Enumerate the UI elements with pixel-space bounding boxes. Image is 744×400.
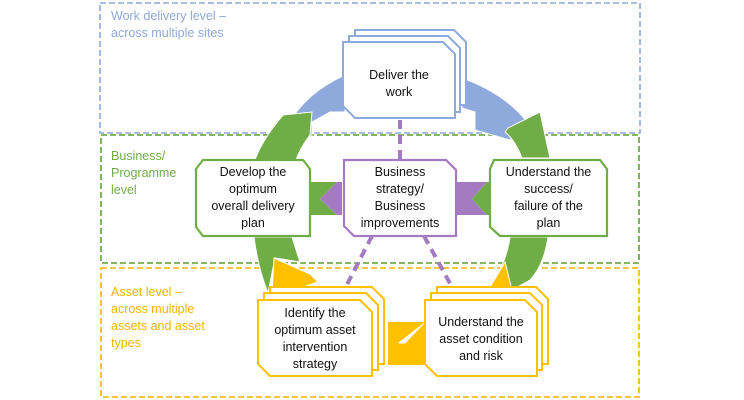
zone-label-asset: Asset level – across multiple assets and… (111, 285, 205, 350)
connector-strategy-identify (338, 235, 374, 299)
node-understand-asset-label: Understand the asset condition and risk (438, 314, 524, 363)
node-develop-shape (194, 158, 312, 238)
arrow-purple-left (320, 182, 342, 215)
arrow-green-to-develop (307, 182, 337, 215)
arrow-green-lower-left (253, 236, 301, 295)
node-develop-label: Develop the optimum overall delivery pla… (211, 165, 295, 230)
node-identify-shape (257, 286, 385, 377)
node-deliver-label: Deliver the work (369, 68, 429, 99)
node-understand-success-shape (488, 158, 609, 238)
zone-label-business: Business/ Programme level (111, 149, 177, 197)
arrow-green-upper-left (254, 111, 313, 161)
connector-strategy-asset (422, 235, 460, 299)
node-strategy-label: Business strategy/ Business improvements (360, 165, 440, 230)
zone-asset (100, 267, 640, 398)
node-understand-success-label: Understand the success/ failure of the p… (505, 165, 592, 230)
zone-label-work-delivery: Work delivery level – across multiple si… (111, 9, 227, 40)
node-identify-label: Identify the optimum asset intervention … (274, 306, 356, 371)
node-strategy-shape (342, 158, 458, 238)
node-understand-asset-shape (424, 286, 549, 377)
zone-work-delivery (99, 2, 641, 134)
arrow-green-from-success (472, 182, 492, 215)
node-deliver-shape (342, 29, 467, 119)
arrow-green-lower-right (496, 236, 549, 291)
arrow-purple-right (455, 182, 487, 215)
arrow-yellow-bottom-head (388, 322, 425, 365)
arrow-green-right (504, 111, 551, 159)
